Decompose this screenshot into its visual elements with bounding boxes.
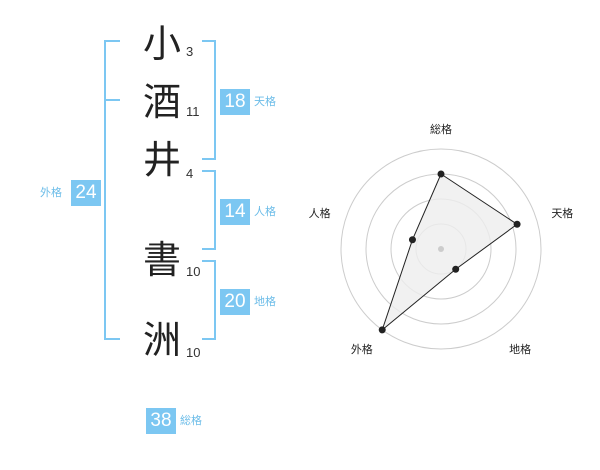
radar-axis-label-3: 外格 xyxy=(351,342,373,356)
gaikaku-bracket-vertical xyxy=(104,40,106,340)
radar-axis-label-1: 天格 xyxy=(551,206,573,220)
jinkaku-bracket-top xyxy=(202,170,216,172)
radar-ring-4 xyxy=(340,148,542,350)
jinkaku-bracket-bottom xyxy=(202,248,216,250)
tenkaku-label: 天格 xyxy=(254,95,276,108)
soukaku-label: 総格 xyxy=(180,414,202,427)
name-char-1: 小 xyxy=(142,22,181,66)
gaikaku-bracket-mid xyxy=(104,99,120,101)
name-char-4: 書 xyxy=(142,238,181,282)
jinkaku-bracket-vertical xyxy=(214,170,216,250)
radar-axis-label-4: 人格 xyxy=(309,206,331,220)
chikaku-bracket-vertical xyxy=(214,260,216,340)
chikaku-label: 地格 xyxy=(254,295,276,308)
gaikaku-label: 外格 xyxy=(40,186,62,199)
radar-polygon xyxy=(381,173,518,332)
chikaku-bracket-bottom xyxy=(202,338,216,340)
jinkaku-badge: 14 xyxy=(220,199,250,225)
chikaku-bracket-top xyxy=(202,260,216,262)
gaikaku-badge: 24 xyxy=(71,180,101,206)
stroke-count-5: 10 xyxy=(186,345,201,360)
radar-axis-label-0: 総格 xyxy=(430,122,452,136)
tenkaku-bracket-vertical xyxy=(214,40,216,160)
chikaku-badge: 20 xyxy=(220,289,250,315)
soukaku-badge: 38 xyxy=(146,408,176,434)
gaikaku-bracket-top xyxy=(104,40,120,42)
stroke-count-1: 3 xyxy=(186,44,194,59)
stroke-count-3: 4 xyxy=(186,166,194,181)
stroke-count-4: 10 xyxy=(186,264,201,279)
name-char-2: 酒 xyxy=(142,80,181,124)
radar-point-3 xyxy=(378,326,386,334)
radar-point-1 xyxy=(513,220,521,228)
name-char-3: 井 xyxy=(142,138,181,182)
stroke-count-2: 11 xyxy=(186,104,200,119)
tenkaku-bracket-top xyxy=(202,40,216,42)
radar-point-4 xyxy=(408,236,416,244)
tenkaku-badge: 18 xyxy=(220,89,250,115)
jinkaku-label: 人格 xyxy=(254,205,276,218)
name-char-5: 洲 xyxy=(142,318,181,362)
tenkaku-bracket-bottom xyxy=(202,158,216,160)
radar-point-2 xyxy=(452,265,460,273)
radar-point-0 xyxy=(437,170,445,178)
radar-axis-label-2: 地格 xyxy=(509,342,531,356)
gaikaku-bracket-bottom xyxy=(104,338,120,340)
radar-center-dot xyxy=(438,246,444,252)
